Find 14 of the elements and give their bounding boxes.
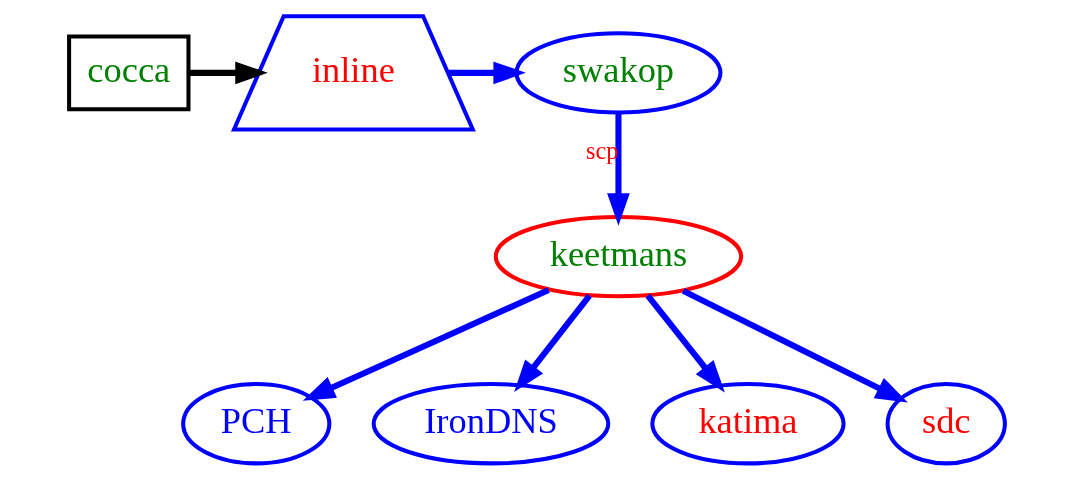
node-ellipse: swakop: [513, 31, 722, 115]
arrow: [302, 287, 550, 401]
node-ellipse: katima: [649, 382, 846, 466]
node-ellipse: keetmans: [493, 214, 743, 299]
arrow: [606, 113, 630, 226]
arrow: [644, 293, 725, 393]
node-ellipse: IronDNS: [371, 382, 610, 466]
node-ellipse: PCH: [180, 382, 331, 466]
node-box: cocca: [66, 34, 190, 112]
arrow: [188, 61, 268, 85]
node-ellipse: sdc: [885, 382, 1007, 466]
arrow: [513, 293, 592, 393]
arrow: [447, 61, 526, 85]
arrow: [681, 288, 908, 403]
